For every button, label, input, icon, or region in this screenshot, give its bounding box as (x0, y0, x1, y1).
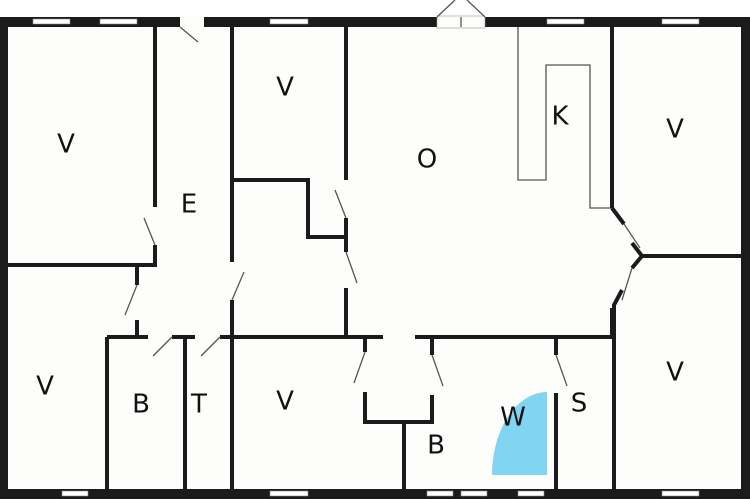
windows (32, 18, 700, 497)
room-label-bedroom: V (666, 358, 684, 388)
shower-area (492, 392, 547, 475)
interior-walls (3, 22, 746, 494)
floor (3, 22, 746, 494)
room-label-bedroom: V (57, 130, 75, 160)
bay-window (436, 0, 486, 29)
room-label-living: O (417, 145, 437, 175)
room-label-bedroom: V (36, 372, 54, 402)
room-label-kitchen: K (551, 102, 569, 132)
kitchen-counter (517, 27, 612, 209)
door-swings (124, 189, 641, 387)
room-label-bedroom: V (276, 387, 294, 417)
room-label-entrance: E (181, 190, 197, 220)
room-label-shower: W (500, 403, 526, 433)
room-label-bathroom: B (427, 431, 445, 461)
room-label-bathroom: B (132, 390, 150, 420)
room-label-toilet: T (190, 390, 207, 420)
room-label-bedroom: V (666, 115, 684, 145)
room-label-sauna: S (571, 389, 588, 419)
room-label-bedroom: V (276, 73, 294, 103)
front-door-opening (180, 16, 204, 28)
